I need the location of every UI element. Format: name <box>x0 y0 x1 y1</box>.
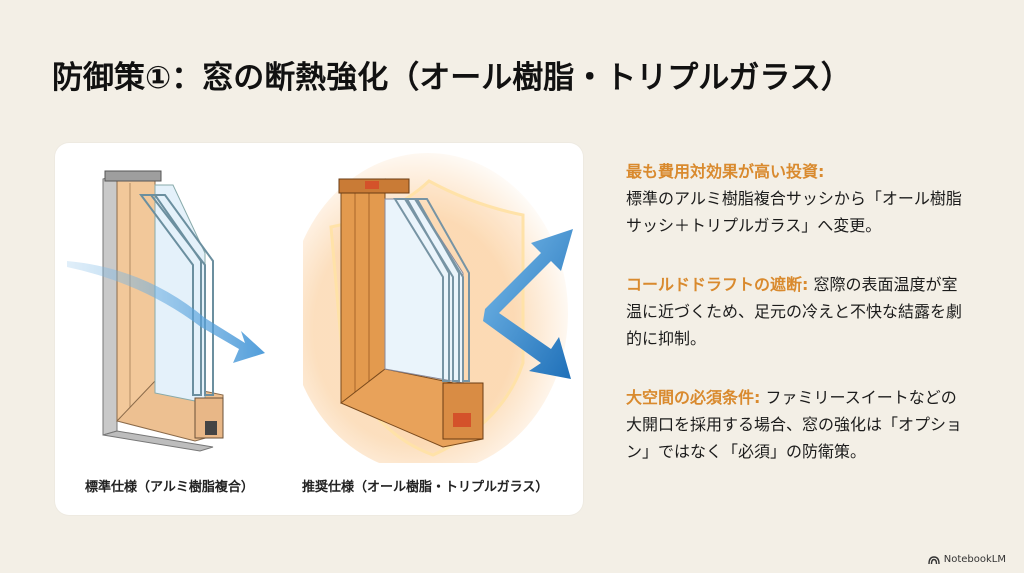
standard-window-illustration <box>67 170 265 452</box>
key-points-list: 最も費用対効果が高い投資: 標準のアルミ樹脂複合サッシから「オール樹脂サッシ＋トリ… <box>626 158 971 497</box>
key-point-body: ファミリースイートなどの大開口を採用する場合、窓の強化は「オプション」ではなく「… <box>626 388 963 461</box>
branding-label: NotebookLM <box>943 554 1006 565</box>
key-point-heading: 大空間の必須条件: <box>626 388 761 407</box>
key-point-large-space: 大空間の必須条件: ファミリースイートなどの大開口を採用する場合、窓の強化は「オ… <box>626 384 971 465</box>
recommended-window-illustration <box>303 153 573 463</box>
notebooklm-badge: NotebookLM <box>928 554 1006 565</box>
comparison-card: 標準仕様（アルミ樹脂複合） 推奨仕様（オール樹脂・トリプルガラス） <box>55 143 583 515</box>
notebooklm-logo-icon <box>928 555 940 564</box>
standard-spec-caption: 標準仕様（アルミ樹脂複合） <box>85 480 254 495</box>
key-point-body: 標準のアルミ樹脂複合サッシから「オール樹脂サッシ＋トリプルガラス」へ変更。 <box>626 189 962 235</box>
key-point-heading: 最も費用対効果が高い投資: <box>626 162 825 181</box>
slide-title: 防御策①：窓の断熱強化（オール樹脂・トリプルガラス） <box>52 60 852 96</box>
key-point-cold-draft: コールドドラフトの遮断: 窓際の表面温度が室温に近づくため、足元の冷えと不快な結… <box>626 271 971 352</box>
key-point-heading: コールドドラフトの遮断: <box>626 275 809 294</box>
recommended-spec-caption: 推奨仕様（オール樹脂・トリプルガラス） <box>302 480 549 495</box>
key-point-body: 窓際の表面温度が室温に近づくため、足元の冷えと不快な結露を劇的に抑制。 <box>626 275 963 348</box>
key-point-cost-effective: 最も費用対効果が高い投資: 標準のアルミ樹脂複合サッシから「オール樹脂サッシ＋トリ… <box>626 158 971 239</box>
